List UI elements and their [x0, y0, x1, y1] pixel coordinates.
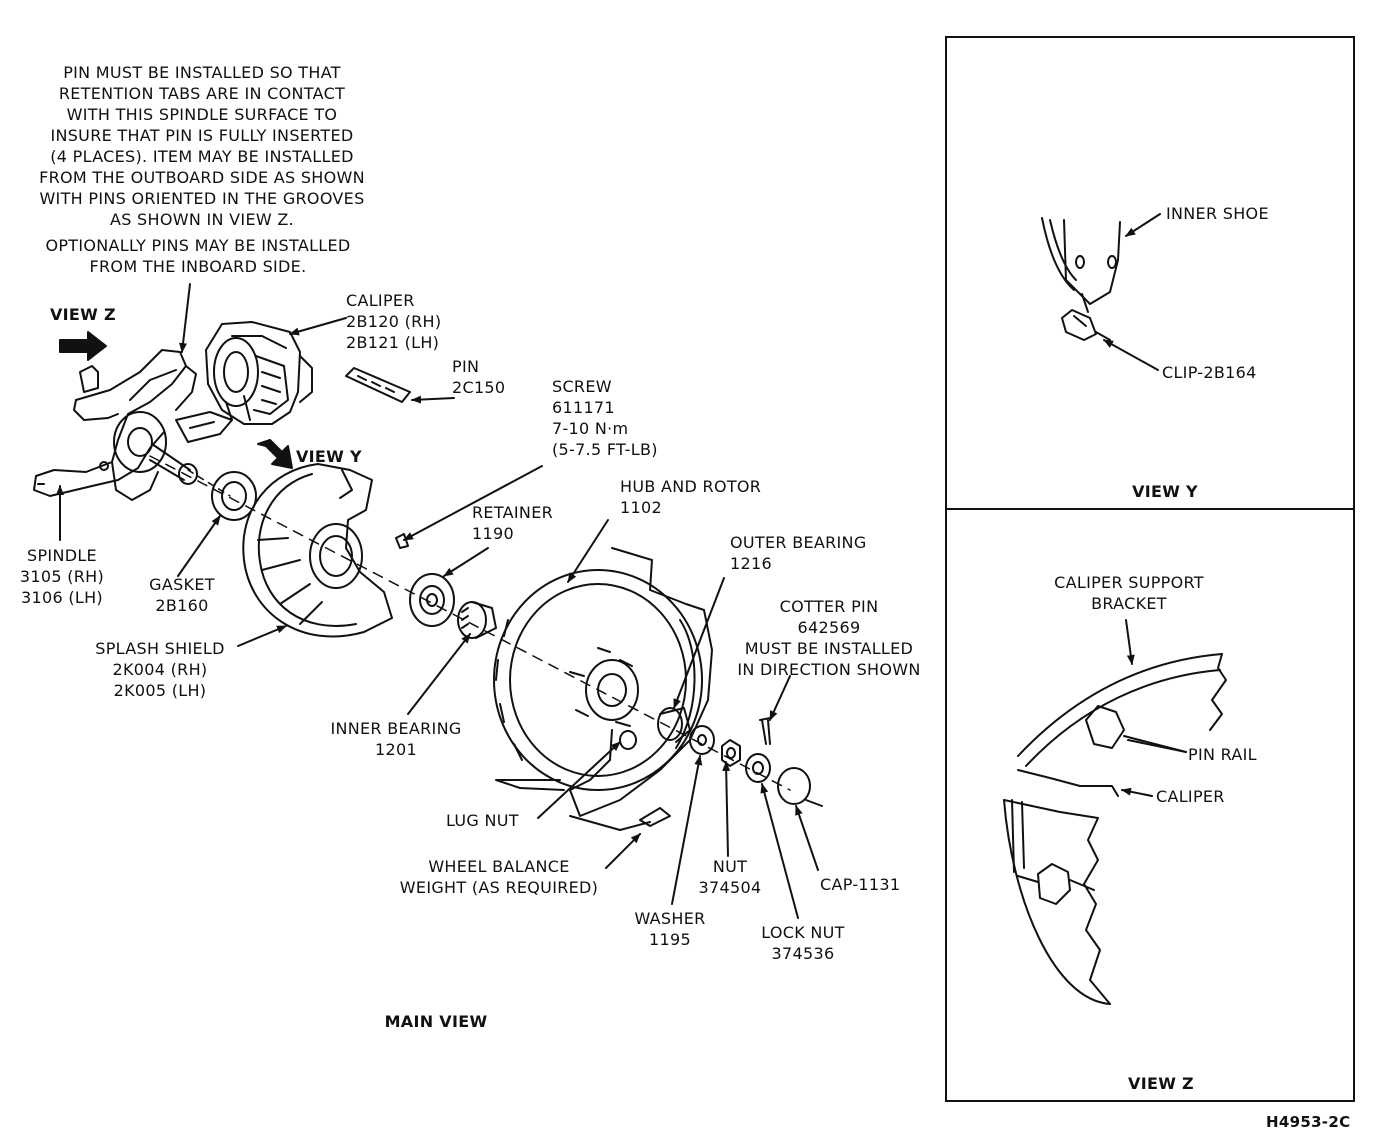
caliper-label: CALIPER 2B120 (RH) 2B121 (LH) [346, 291, 442, 352]
lock-nut-label: LOCK NUT 374536 [761, 923, 845, 963]
view-z-arrow-symbol [59, 331, 107, 361]
view-z-detail-art [1003, 619, 1227, 1005]
view-y-arrow-label: VIEW Y [296, 447, 362, 466]
inner-bearing-label: INNER BEARING 1201 [330, 719, 462, 759]
optional-pins-note: OPTIONALLY PINS MAY BE INSTALLED FROM TH… [45, 236, 351, 276]
cotter-pin-label: COTTER PIN 642569 MUST BE INSTALLED IN D… [737, 597, 921, 679]
pin-installation-note: PIN MUST BE INSTALLED SO THAT RETENTION … [39, 63, 365, 229]
view-y-arrow-symbol [257, 439, 293, 469]
main-view-title: MAIN VIEW [384, 1012, 488, 1031]
view-y-title: VIEW Y [1132, 482, 1198, 501]
outer-bearing-label: OUTER BEARING 1216 [730, 533, 867, 573]
screw-part [395, 533, 409, 549]
view-y-detail-art [1041, 213, 1161, 371]
washer-part [689, 725, 715, 755]
view-y-panel [945, 36, 1355, 510]
rotor-shield-part [495, 547, 713, 831]
lug-nut-label: LUG NUT [446, 811, 519, 830]
pin-label: PIN 2C150 [452, 357, 506, 397]
view-z-title: VIEW Z [1128, 1074, 1194, 1093]
figure-id: H4953-2C [1266, 1113, 1351, 1131]
retainer-part [409, 573, 455, 627]
nut-label: NUT 374504 [698, 857, 762, 897]
hub-rotor-label: HUB AND ROTOR 1102 [620, 477, 762, 517]
hub-rotor-part [493, 569, 703, 791]
inner-bearing-part [457, 601, 497, 639]
cap-part [777, 767, 823, 807]
splash-shield-label: SPLASH SHIELD 2K004 (RH) 2K005 (LH) [95, 639, 225, 700]
view-z-caliper-label: CALIPER [1156, 787, 1225, 806]
gasket-label: GASKET 2B160 [149, 575, 215, 615]
caliper-support-label: CALIPER SUPPORT BRACKET [1054, 573, 1204, 613]
splash-shield-part [242, 463, 393, 638]
lock-nut-part [745, 753, 771, 783]
caliper-part [205, 321, 313, 425]
cap-label: CAP-1131 [820, 875, 901, 894]
spindle-part [33, 349, 233, 501]
spindle-label: SPINDLE 3105 (RH) 3106 (LH) [19, 546, 105, 607]
inner-shoe-label: INNER SHOE [1166, 204, 1269, 223]
washer-label: WASHER 1195 [634, 909, 706, 949]
pin-part [345, 367, 411, 403]
gasket-part [211, 471, 257, 521]
view-z-arrow-label: VIEW Z [50, 305, 116, 324]
retainer-label: RETAINER 1190 [472, 503, 554, 543]
pin-rail-label: PIN RAIL [1188, 745, 1257, 764]
outer-bearing-part [657, 707, 691, 743]
screw-label: SCREW 611171 7-10 N·m (5-7.5 FT-LB) [552, 377, 658, 459]
clip-label: CLIP-2B164 [1162, 363, 1257, 382]
view-z-panel [945, 508, 1355, 1102]
wheel-balance-label: WHEEL BALANCE WEIGHT (AS REQUIRED) [399, 857, 599, 897]
cotter-pin-part [759, 717, 771, 745]
nut-part [721, 739, 741, 767]
